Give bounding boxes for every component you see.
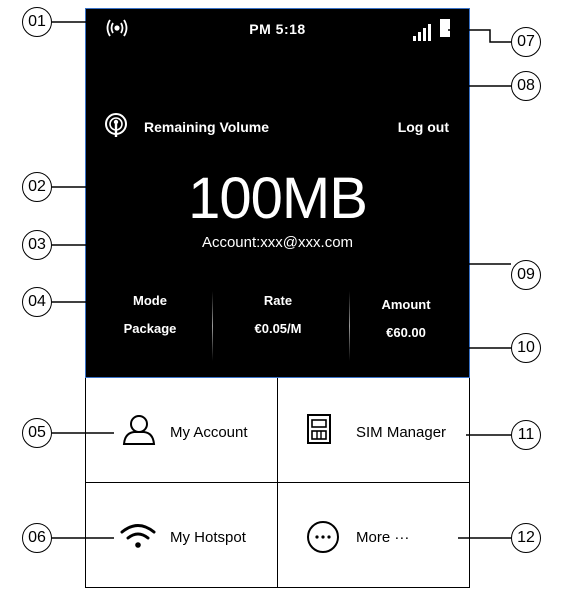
callout-marker: 05 [22,418,52,448]
remaining-volume-icon [104,113,128,139]
more-icon [306,520,340,554]
rate-title: Rate [214,291,342,311]
callout-marker: 01 [22,7,52,37]
status-time: PM 5:18 [86,21,469,37]
logout-link[interactable]: Log out [398,119,449,135]
callout-marker: 06 [22,523,52,553]
callout-marker: 02 [22,172,52,202]
sim-card-icon [306,413,332,445]
callout-marker: 10 [511,333,541,363]
stats-divider [212,291,213,361]
phone-screen: PM 5:18 Remaining Volume Log out 100MB A… [85,8,470,378]
callout-marker: 08 [511,71,541,101]
menu-grid: My Account SIM Manager My Hotspot More ·… [85,378,470,588]
more-label: More ··· [356,529,409,546]
my-hotspot-label: My Hotspot [170,529,246,546]
remaining-volume-value: 100MB [86,169,469,229]
amount-title: Amount [342,295,470,315]
rate-value: €0.05/M [214,317,342,341]
my-account-button[interactable]: My Account [86,378,278,483]
callout-marker: 12 [511,523,541,553]
status-bar: PM 5:18 [86,9,469,49]
callout-marker: 09 [511,260,541,290]
remaining-volume-label: Remaining Volume [144,119,269,135]
stats-row: Mode Package Rate €0.05/M Amount €60.00 [86,291,469,355]
sim-manager-label: SIM Manager [356,424,446,441]
user-icon [122,414,156,446]
more-button[interactable]: More ··· [278,483,470,588]
callout-marker: 11 [511,420,541,450]
signal-bars-icon [413,23,431,41]
volume-header: Remaining Volume Log out [104,113,455,141]
mode-stat: Mode Package [86,291,214,341]
amount-stat: Amount €60.00 [342,295,470,345]
sim-manager-button[interactable]: SIM Manager [278,378,470,483]
account-email: Account:xxx@xxx.com [86,234,469,251]
callout-marker: 07 [511,27,541,57]
my-hotspot-button[interactable]: My Hotspot [86,483,278,588]
callout-marker: 03 [22,230,52,260]
battery-icon [440,19,450,37]
amount-value: €60.00 [342,321,470,345]
my-account-label: My Account [170,424,248,441]
callout-marker: 04 [22,287,52,317]
mode-title: Mode [86,291,214,311]
mode-value: Package [86,317,214,341]
rate-stat: Rate €0.05/M [214,291,342,341]
wifi-icon [120,523,156,549]
